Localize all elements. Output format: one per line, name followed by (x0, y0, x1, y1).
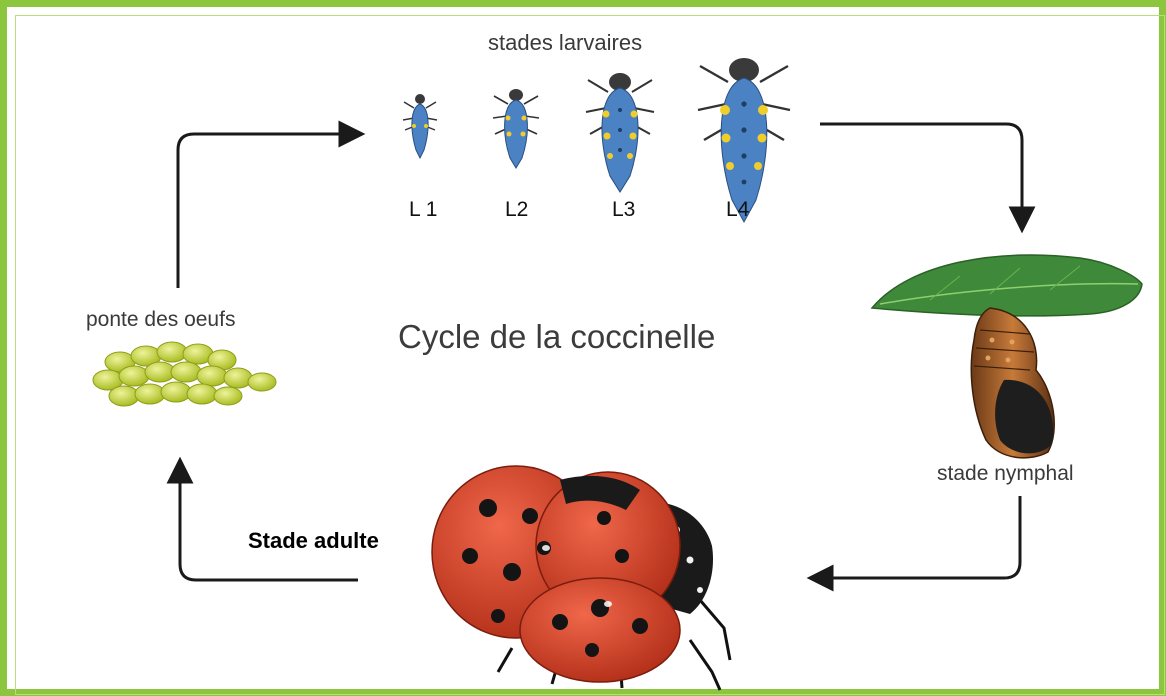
diagram-title: Cycle de la coccinelle (398, 318, 715, 356)
larva-icon-l1 (403, 94, 437, 158)
stage-label-l1: L 1 (409, 198, 437, 222)
arrow-eggs-to-larvae (178, 134, 360, 288)
larva-icon-l2 (493, 89, 539, 168)
pupa-icon (971, 308, 1054, 458)
leaf-icon (872, 255, 1142, 316)
egg-cluster-icon (93, 342, 276, 406)
larval-stages-title: stades larvaires (488, 30, 642, 56)
larva-icon-l3 (586, 73, 654, 192)
nymph-label: stade nymphal (937, 462, 1074, 486)
stage-label-l3: L3 (612, 198, 635, 222)
stage-label-l4: L4 (726, 198, 749, 222)
stage-label-l2: L2 (505, 198, 528, 222)
arrow-larvae-to-nymph (820, 124, 1022, 228)
eggs-label: ponte des oeufs (86, 308, 235, 332)
arrow-nymph-to-adult (812, 496, 1020, 578)
adult-label: Stade adulte (248, 528, 379, 554)
arrow-adult-to-eggs (180, 462, 358, 580)
ladybug-icon (432, 466, 730, 690)
